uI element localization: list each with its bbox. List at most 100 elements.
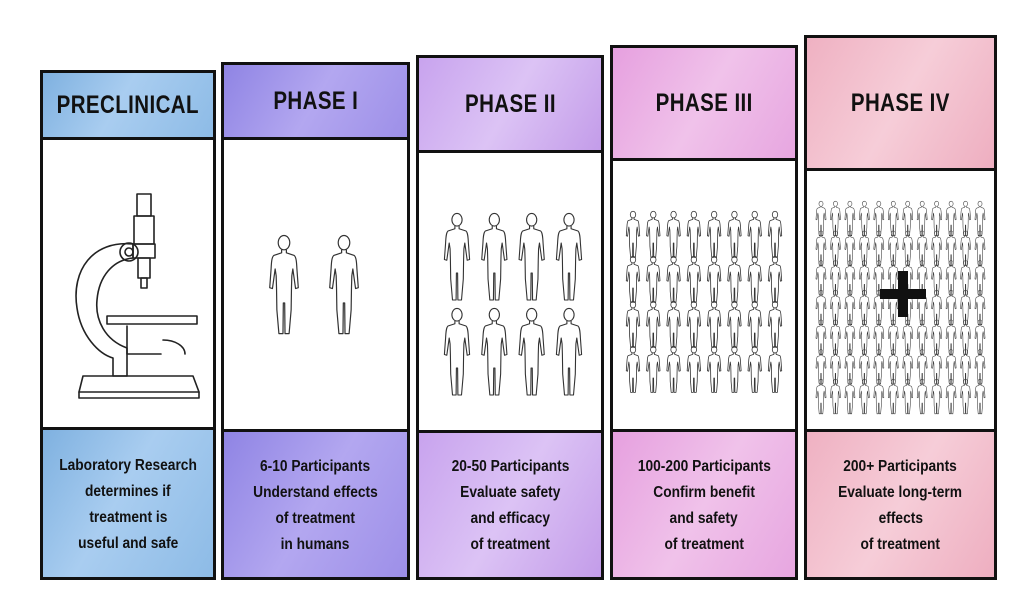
person-figure [443, 212, 471, 301]
person-figure [945, 260, 957, 296]
person-figure [815, 230, 827, 266]
person-figure [902, 349, 914, 385]
person-figure [707, 345, 722, 393]
person-figure [887, 260, 899, 296]
person-figure [767, 210, 783, 258]
microscope-icon [75, 193, 200, 399]
description-line: and efficacy [470, 510, 550, 527]
description-line: treatment is [88, 508, 167, 526]
person-figure [727, 210, 742, 258]
person-figure [902, 230, 914, 266]
person-figure [830, 230, 841, 266]
phase-header: PHASE II [419, 58, 601, 153]
person-figure [974, 378, 986, 415]
phase-header: PHASE III [613, 48, 795, 161]
person-figure [815, 260, 827, 296]
description-line: in humans [281, 535, 350, 553]
person-figure [960, 349, 971, 385]
phase-illustration [419, 153, 601, 438]
human-figures-icon [625, 210, 783, 393]
description-line: useful and safe [77, 534, 179, 552]
person-figure [666, 210, 681, 258]
person-figure [844, 378, 856, 415]
person-figure [931, 378, 942, 415]
description-line: Evaluate safety [459, 484, 561, 501]
person-figure [960, 230, 971, 266]
person-figure [518, 212, 545, 301]
person-figure [887, 378, 899, 415]
person-figure [873, 230, 885, 266]
person-figure [686, 255, 701, 303]
person-figure [974, 230, 986, 266]
person-figure [931, 319, 942, 355]
phase-illustration [224, 140, 407, 435]
person-figure [931, 230, 942, 266]
phase-title: PRECLINICAL [56, 90, 200, 119]
description-line: and safety [669, 509, 739, 527]
person-figure [666, 345, 681, 393]
phase-description: 100-200 Participants Confirm benefit and… [613, 429, 795, 577]
phase-panel-phase-1: PHASE I 6-10 Participants Understand eff… [221, 62, 410, 580]
person-figure [686, 345, 701, 393]
phase-description: 200+ Participants Evaluate long-term eff… [807, 429, 994, 577]
person-figure [269, 234, 299, 335]
person-figure [931, 349, 942, 385]
person-figure [518, 307, 545, 396]
person-figure [974, 260, 986, 296]
phase-header: PRECLINICAL [43, 73, 213, 140]
phase-header: PHASE IV [807, 38, 994, 171]
phase-title: PHASE II [464, 89, 556, 118]
person-figure [555, 307, 583, 396]
person-figure [945, 230, 957, 266]
person-figure [707, 210, 722, 258]
phase-panel-phase-4: PHASE IV 200+ Participants Evaluate long… [804, 35, 997, 580]
person-figure [931, 289, 942, 326]
person-figure [830, 319, 841, 355]
person-figure [974, 289, 986, 326]
person-figure [727, 255, 742, 303]
description-line: of treatment [470, 536, 550, 553]
person-figure [960, 378, 971, 415]
person-figure [916, 200, 928, 237]
person-figure [555, 212, 583, 301]
person-figure [830, 200, 841, 237]
person-figure [960, 260, 971, 296]
person-figure [945, 319, 957, 355]
person-figure [830, 260, 841, 296]
person-figure [902, 378, 914, 415]
description-line: 20-50 Participants [451, 458, 569, 475]
person-figure [666, 255, 681, 303]
phase-panel-phase-2: PHASE II 20-50 Participants Evaluate saf… [416, 55, 604, 580]
phase-title: PHASE IV [851, 88, 950, 117]
description-line: Understand effects [253, 483, 378, 501]
description-line: Evaluate long-term [838, 483, 963, 501]
person-figure [859, 319, 870, 355]
phase-header: PHASE I [224, 65, 407, 140]
description-line: of treatment [664, 535, 744, 553]
person-figure [815, 319, 827, 355]
person-figure [625, 210, 641, 258]
person-figure [916, 378, 928, 415]
person-figure [646, 345, 661, 393]
person-figure [686, 210, 701, 258]
description-line: 6-10 Participants [260, 457, 371, 475]
person-figure [646, 210, 661, 258]
person-figure [887, 349, 899, 385]
person-figure [830, 349, 841, 385]
phase-description: 20-50 Participants Evaluate safety and e… [419, 430, 601, 577]
description-line: Laboratory Research [59, 456, 197, 474]
phase-description: 6-10 Participants Understand effects of … [224, 429, 407, 577]
person-figure [666, 300, 681, 348]
person-figure [974, 200, 986, 237]
description-line: 100-200 Participants [637, 457, 771, 475]
person-figure [815, 349, 827, 385]
person-figure [859, 289, 870, 326]
person-figure [974, 319, 986, 355]
person-figure [844, 230, 856, 266]
description-line: determines if [85, 482, 171, 500]
person-figure [916, 230, 928, 266]
person-figure [873, 349, 885, 385]
person-figure [830, 289, 841, 326]
person-figure [887, 200, 899, 237]
person-figure [727, 300, 742, 348]
